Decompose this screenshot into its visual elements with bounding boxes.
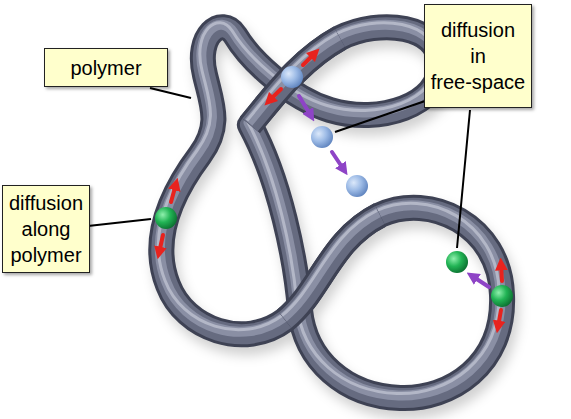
red-arrow: [171, 184, 176, 202]
leader-lines: [88, 88, 470, 248]
red-arrow: [159, 235, 163, 253]
leader-line: [88, 219, 151, 226]
leader-line: [457, 110, 470, 248]
label-box: polymer: [44, 48, 168, 87]
tube-highlight: [247, 34, 337, 121]
blue-particle: [311, 126, 333, 148]
blue-particle: [346, 175, 368, 197]
green-particle: [446, 251, 468, 273]
purple-arrow: [299, 96, 311, 116]
label-text: diffusion in free-space: [430, 17, 526, 95]
leader-line: [335, 100, 428, 132]
label-box: diffusion along polymer: [2, 185, 90, 273]
tube-shine: [249, 36, 339, 123]
blue-particle: [281, 66, 303, 88]
label-text: diffusion along polymer: [8, 190, 84, 268]
purple-arrow: [472, 276, 489, 287]
green-particle: [491, 285, 513, 307]
tube-highlight: [282, 211, 377, 316]
red-arrow: [498, 310, 501, 327]
label-box: diffusion in free-space: [424, 4, 532, 108]
purple-arrow: [332, 152, 344, 170]
free-arrows: [299, 96, 489, 287]
red-arrow: [269, 89, 281, 101]
label-text: polymer: [70, 55, 141, 81]
red-arrow: [303, 53, 315, 65]
red-arrow: [501, 264, 502, 281]
green-particle: [155, 207, 177, 229]
leader-line: [150, 88, 191, 98]
